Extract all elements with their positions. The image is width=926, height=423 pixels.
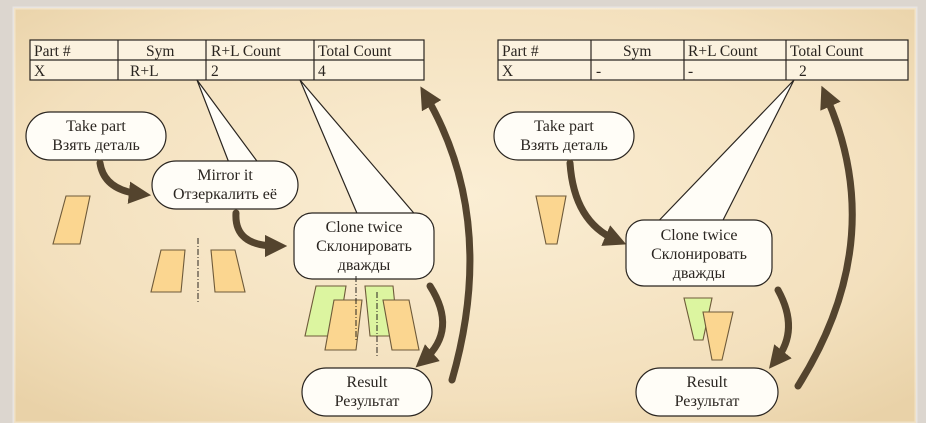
right-mirrored-part-shape <box>210 249 246 293</box>
left-clone-ru-2: дважды <box>338 257 391 274</box>
right-clone-to-result-arrow <box>769 286 792 369</box>
clone-orange-part-right <box>382 299 420 351</box>
left-clone-bubble: Clone twice Склонировать дважды <box>293 212 435 280</box>
right-take-to-clone-arrow <box>566 159 627 246</box>
take-to-mirror-arrow <box>96 159 152 204</box>
right-take-part-bubble: Take part Взять деталь <box>493 111 635 161</box>
mirror-to-clone-arrow <box>232 209 288 258</box>
right-cell-sym: - <box>596 63 601 80</box>
clone-orange-part-left <box>324 299 363 351</box>
left-take-part-bubble: Take part Взять деталь <box>25 111 167 161</box>
mirror-ru: Отзеркалить её <box>173 186 277 203</box>
right-take-part-en: Take part <box>534 118 594 135</box>
right-clone-bubble: Clone twice Склонировать дважды <box>625 219 773 287</box>
right-result-bubble: Result Результат <box>635 367 779 417</box>
right-clone-callout-pointer <box>647 79 795 233</box>
right-take-part-ru: Взять деталь <box>520 137 608 154</box>
left-clone-ru-1: Склонировать <box>316 238 412 255</box>
left-result-bubble: Result Результат <box>301 367 433 417</box>
left-result-to-total-arrow <box>420 86 474 384</box>
left-take-part-ru: Взять деталь <box>52 137 140 154</box>
left-clone-callout-pointer <box>299 79 431 233</box>
right-cell-total-count: 2 <box>799 63 807 80</box>
left-cell-rl-count: 2 <box>211 63 219 80</box>
left-clone-to-result-arrow <box>415 282 446 368</box>
right-result-to-total-arrow <box>794 85 856 390</box>
left-original-part-shape <box>52 195 91 245</box>
right-clone-en: Clone twice <box>661 227 738 244</box>
right-header-rl-count: R+L Count <box>688 43 758 60</box>
right-cell-part: X <box>502 63 513 80</box>
left-count-table <box>29 39 425 81</box>
left-header-part: Part # <box>34 43 71 60</box>
left-table-data-row: X R+L 2 4 <box>34 63 326 80</box>
left-cell-total-count: 4 <box>318 63 326 80</box>
right-result-en: Result <box>687 374 728 391</box>
left-result-en: Result <box>347 374 388 391</box>
left-header-total-count: Total Count <box>318 43 392 60</box>
right-count-table <box>497 39 909 81</box>
left-cell-part: X <box>34 63 45 80</box>
left-header-sym: Sym <box>146 43 174 60</box>
left-take-part-en: Take part <box>66 118 126 135</box>
left-clone-en: Clone twice <box>326 219 403 236</box>
right-cell-rl-count: - <box>688 63 693 80</box>
left-result-ru: Результат <box>335 393 400 410</box>
mirror-en: Mirror it <box>197 167 253 184</box>
right-header-sym: Sym <box>623 43 651 60</box>
right-clone-ru-1: Склонировать <box>651 246 747 263</box>
left-table-header-row: Part # Sym R+L Count Total Count <box>34 43 392 60</box>
right-result-ru: Результат <box>675 393 740 410</box>
right-clone-orange-part <box>702 311 734 361</box>
left-mirrored-part-shape <box>150 249 186 293</box>
right-original-part-shape <box>535 195 567 245</box>
right-clone-ru-2: дважды <box>673 265 726 282</box>
right-clone-green-part <box>683 297 713 341</box>
right-table-header-row: Part # Sym R+L Count Total Count <box>502 43 864 60</box>
right-table-data-row: X - - 2 <box>502 63 807 80</box>
right-header-part: Part # <box>502 43 539 60</box>
mirror-callout-pointer <box>196 79 263 169</box>
left-cell-sym: R+L <box>130 63 159 80</box>
left-header-rl-count: R+L Count <box>211 43 281 60</box>
mirror-bubble: Mirror it Отзеркалить её <box>151 160 299 210</box>
right-header-total-count: Total Count <box>790 43 864 60</box>
